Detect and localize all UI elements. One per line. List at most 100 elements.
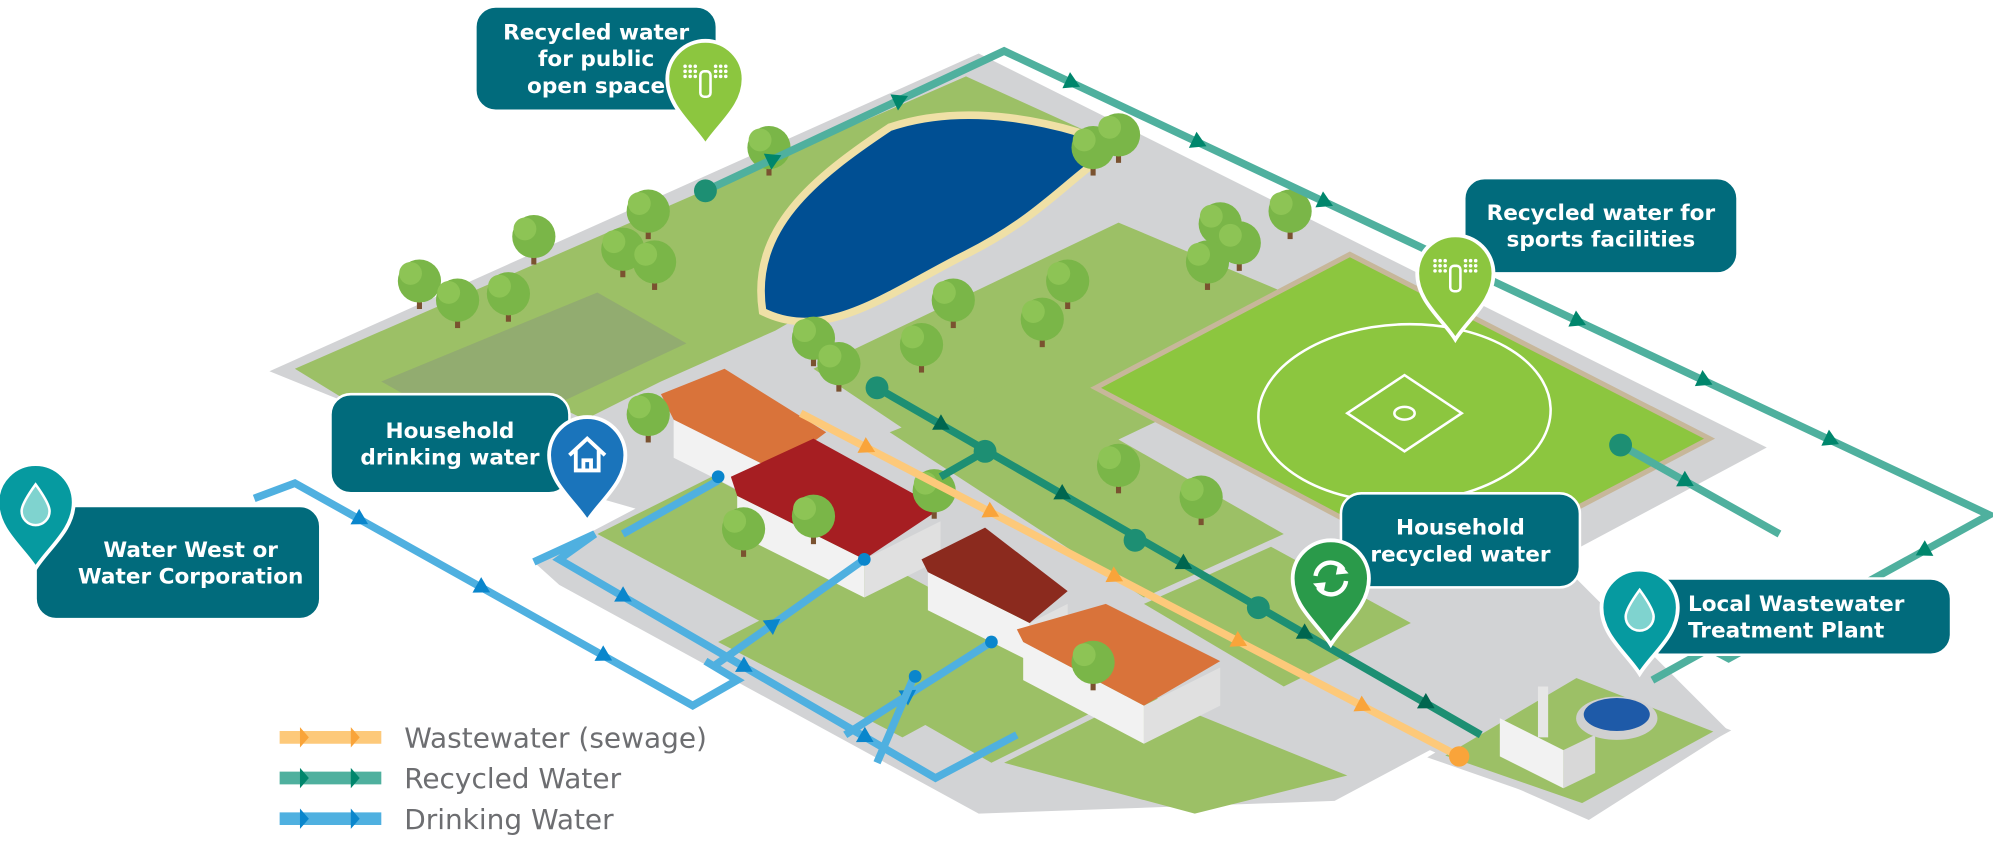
flow-arrow-icon [932, 414, 950, 430]
arrow-icon [299, 727, 309, 748]
sprinkler-icon [1433, 258, 1478, 293]
pipe-junction [693, 179, 717, 203]
tree-icon [817, 342, 861, 392]
pipe-junction [711, 470, 725, 484]
arrow-icon [350, 767, 360, 789]
tree-icon [1020, 297, 1064, 348]
flow-arrow-icon [1915, 540, 1934, 556]
flow-arrow-icon [890, 94, 909, 111]
residential-block-3 [813, 584, 1144, 763]
callout-text: recycled water [1370, 542, 1550, 567]
flow-arrow-icon [1062, 72, 1081, 89]
callout-text: Household [1396, 516, 1525, 541]
drinking-pipe-second [532, 530, 1019, 783]
flow-arrow-icon [855, 726, 874, 743]
tree-icon [931, 278, 975, 329]
house-icon [568, 436, 607, 473]
flow-arrow-icon [735, 656, 753, 672]
tree-icon [626, 392, 670, 443]
tree-icon [632, 240, 677, 290]
tree-icon [435, 278, 480, 329]
residential-block-5 [889, 381, 1284, 598]
callout-text: Recycled water [503, 21, 689, 46]
arrow-icon [350, 808, 360, 829]
legend-item-wastewater: Wastewater (sewage) [279, 722, 707, 755]
pipe-junction [1246, 596, 1270, 620]
tree-icon [1046, 259, 1090, 310]
tree-icon [486, 272, 531, 322]
pipe-junction [1609, 433, 1633, 457]
callout-text: Local Wastewater [1688, 592, 1905, 617]
map-marker [665, 38, 746, 149]
flow-arrow-icon [1053, 483, 1071, 500]
callout-text: for public [538, 47, 654, 72]
tree-icon [626, 189, 670, 240]
houses [660, 368, 1221, 744]
arrow-icon [299, 767, 309, 789]
drinking-pipe-main [252, 478, 745, 710]
map-marker [1290, 538, 1371, 649]
flow-arrow-icon [1105, 566, 1124, 583]
drinking-branch [620, 477, 721, 538]
flow-arrow-icon [1174, 553, 1193, 570]
callout-text: Water Corporation [78, 565, 304, 590]
legend-item-drinking: Drinking Water [279, 803, 614, 836]
callout-text: Recycled water for [1487, 201, 1716, 226]
callout-text: drinking water [360, 446, 539, 471]
flow-arrow-icon [1821, 429, 1839, 446]
tree-icon [791, 494, 836, 545]
house [1016, 603, 1221, 744]
tree-icon [1268, 189, 1312, 240]
tree-icon [1096, 113, 1141, 163]
flow-arrow-icon [1315, 191, 1333, 208]
tree-icon [899, 322, 944, 373]
tree-icon [721, 507, 766, 557]
pipe-junction [865, 376, 889, 400]
flow-arrow-icon [1416, 692, 1435, 709]
tree-icon [1096, 443, 1141, 494]
map-marker [1415, 233, 1496, 344]
arrow-icon [350, 727, 360, 748]
legend-label: Recycled Water [404, 762, 621, 795]
flow-arrow-icon [1188, 131, 1207, 148]
flow-arrow-icon [857, 437, 876, 453]
callout-text: Household [386, 419, 515, 444]
flow-arrow-icon [350, 508, 369, 525]
flow-arrow-icon [472, 577, 491, 593]
map-marker [1599, 567, 1680, 678]
drinking-branch [873, 672, 919, 765]
flow-arrow-icon [762, 618, 781, 636]
legend: Wastewater (sewage) Recycled Water Drink… [279, 722, 707, 836]
flow-arrow-icon [1568, 310, 1586, 327]
flow-arrow-icon [981, 501, 1000, 518]
legend-label: Wastewater (sewage) [404, 722, 707, 755]
flow-arrow-icon [763, 153, 782, 170]
legend-item-recycled: Recycled Water [279, 762, 622, 795]
pipe-junction [985, 635, 998, 649]
house [730, 438, 941, 598]
tree-icon [397, 259, 442, 310]
tree-icon [1185, 240, 1230, 290]
pipe-junction [973, 439, 997, 463]
map-marker [0, 462, 76, 572]
flow-arrow-icon [1353, 695, 1372, 712]
tree-icon [1217, 221, 1261, 271]
drinking-branch [709, 556, 867, 671]
flow-arrow-icon [1295, 623, 1314, 639]
flow-arrow-icon [1694, 370, 1713, 387]
recycled-pipe-sports [1618, 441, 1782, 538]
pipe-end-dot [1448, 746, 1470, 767]
tree-icon [1071, 640, 1115, 691]
residential-block-4 [1004, 692, 1348, 814]
water-drop-icon [20, 482, 51, 527]
flow-arrow-icon [1676, 470, 1694, 487]
flow-arrow-icon [594, 645, 613, 661]
callout-text: Treatment Plant [1688, 619, 1884, 644]
pipe-junction [1123, 528, 1147, 552]
map-marker [547, 415, 628, 525]
treatment-plant [1499, 686, 1658, 789]
